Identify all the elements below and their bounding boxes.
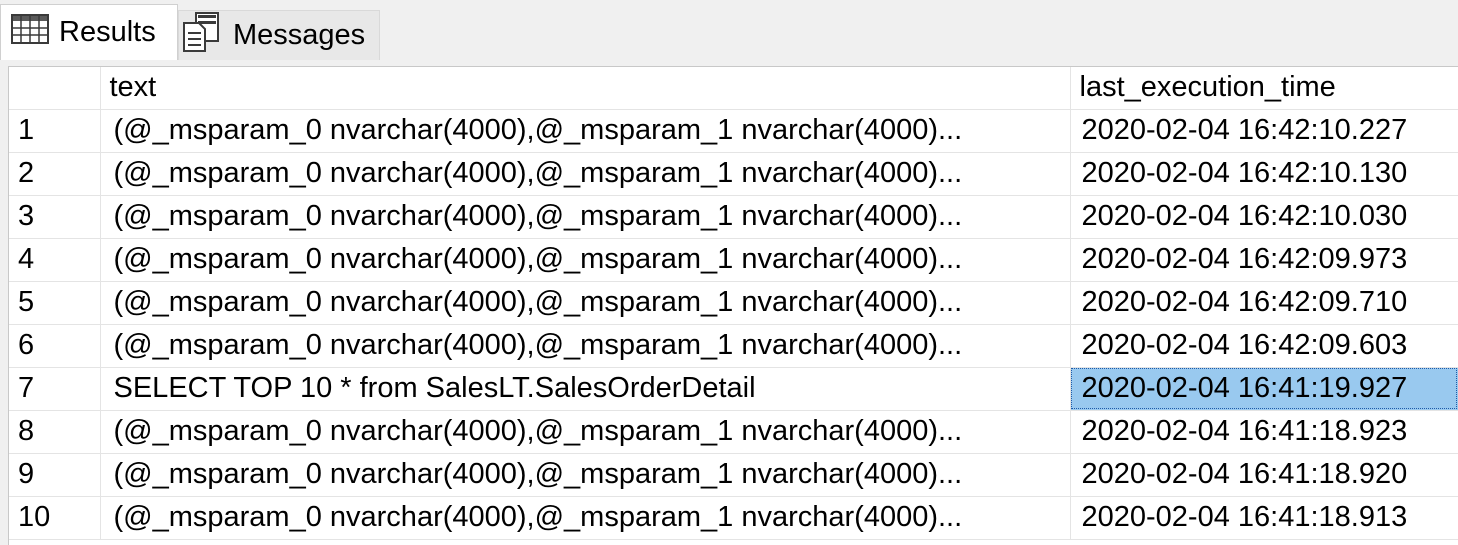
last-execution-time-cell[interactable]: 2020-02-04 16:41:18.920 (1070, 453, 1458, 497)
text-cell[interactable]: (@_msparam_0 nvarchar(4000),@_msparam_1 … (100, 324, 1071, 368)
last-execution-time-cell[interactable]: 2020-02-04 16:42:09.710 (1070, 281, 1458, 325)
results-tabstrip: Results Messages (0, 0, 1458, 64)
tab-messages[interactable]: Messages (178, 10, 380, 60)
row-number-cell[interactable]: 3 (9, 195, 101, 239)
header-last-execution-time[interactable]: last_execution_time (1070, 67, 1458, 110)
tab-results-label: Results (59, 16, 156, 48)
row-number-cell[interactable]: 9 (9, 453, 101, 497)
selected-last-execution-time-cell[interactable]: 2020-02-04 16:41:19.927 (1070, 367, 1458, 411)
row-number-cell[interactable]: 6 (9, 324, 101, 368)
last-execution-time-cell[interactable]: 2020-02-04 16:42:09.973 (1070, 238, 1458, 282)
row-number-cell[interactable]: 5 (9, 281, 101, 325)
table-row: 9 (@_msparam_0 nvarchar(4000),@_msparam_… (9, 453, 1458, 497)
table-row: 6 (@_msparam_0 nvarchar(4000),@_msparam_… (9, 324, 1458, 368)
table-row: 1 (@_msparam_0 nvarchar(4000),@_msparam_… (9, 109, 1458, 153)
text-cell[interactable]: (@_msparam_0 nvarchar(4000),@_msparam_1 … (100, 109, 1071, 153)
messages-icon (181, 11, 225, 61)
row-number-cell[interactable]: 4 (9, 238, 101, 282)
results-table: text last_execution_time 1 (@_msparam_0 … (9, 67, 1458, 540)
text-cell[interactable]: (@_msparam_0 nvarchar(4000),@_msparam_1 … (100, 195, 1071, 239)
row-number-cell[interactable]: 10 (9, 496, 101, 540)
row-number-cell[interactable]: 8 (9, 410, 101, 454)
text-cell[interactable]: SELECT TOP 10 * from SalesLT.SalesOrderD… (100, 367, 1071, 411)
table-row: 10 (@_msparam_0 nvarchar(4000),@_msparam… (9, 496, 1458, 540)
last-execution-time-cell[interactable]: 2020-02-04 16:42:10.030 (1070, 195, 1458, 239)
last-execution-time-cell[interactable]: 2020-02-04 16:42:10.130 (1070, 152, 1458, 196)
table-row: 3 (@_msparam_0 nvarchar(4000),@_msparam_… (9, 195, 1458, 239)
row-number-cell[interactable]: 2 (9, 152, 101, 196)
header-text[interactable]: text (100, 67, 1071, 110)
header-row-number[interactable] (9, 67, 101, 110)
text-cell[interactable]: (@_msparam_0 nvarchar(4000),@_msparam_1 … (100, 410, 1071, 454)
last-execution-time-cell[interactable]: 2020-02-04 16:42:10.227 (1070, 109, 1458, 153)
last-execution-time-cell[interactable]: 2020-02-04 16:42:09.603 (1070, 324, 1458, 368)
tab-results[interactable]: Results (0, 4, 178, 60)
table-row: 4 (@_msparam_0 nvarchar(4000),@_msparam_… (9, 238, 1458, 282)
text-cell[interactable]: (@_msparam_0 nvarchar(4000),@_msparam_1 … (100, 152, 1071, 196)
text-cell[interactable]: (@_msparam_0 nvarchar(4000),@_msparam_1 … (100, 496, 1071, 540)
header-row: text last_execution_time (9, 67, 1458, 110)
text-cell[interactable]: (@_msparam_0 nvarchar(4000),@_msparam_1 … (100, 281, 1071, 325)
table-row: 2 (@_msparam_0 nvarchar(4000),@_msparam_… (9, 152, 1458, 196)
last-execution-time-cell[interactable]: 2020-02-04 16:41:18.913 (1070, 496, 1458, 540)
text-cell[interactable]: (@_msparam_0 nvarchar(4000),@_msparam_1 … (100, 238, 1071, 282)
text-cell[interactable]: (@_msparam_0 nvarchar(4000),@_msparam_1 … (100, 453, 1071, 497)
row-number-cell[interactable]: 7 (9, 367, 101, 411)
table-row-selected: 7 SELECT TOP 10 * from SalesLT.SalesOrde… (9, 367, 1458, 411)
grid-icon (11, 13, 51, 53)
row-number-cell[interactable]: 1 (9, 109, 101, 153)
last-execution-time-cell[interactable]: 2020-02-04 16:41:18.923 (1070, 410, 1458, 454)
tab-messages-label: Messages (233, 19, 366, 51)
table-row: 8 (@_msparam_0 nvarchar(4000),@_msparam_… (9, 410, 1458, 454)
results-grid[interactable]: text last_execution_time 1 (@_msparam_0 … (8, 66, 1458, 545)
table-row: 5 (@_msparam_0 nvarchar(4000),@_msparam_… (9, 281, 1458, 325)
